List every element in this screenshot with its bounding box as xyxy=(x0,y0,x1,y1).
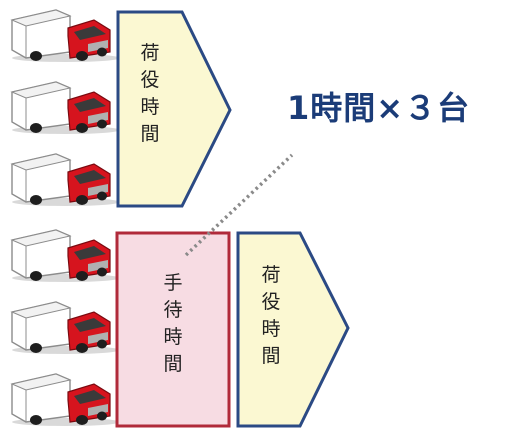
truck-icon xyxy=(11,229,121,283)
label-char: 間 xyxy=(163,353,183,375)
handling-time-bottom-label: 荷 役 時 間 xyxy=(258,262,284,370)
handling-time-top-label: 荷 役 時 間 xyxy=(137,40,163,148)
label-char: 手 xyxy=(163,272,183,294)
waiting-time-label: 手 待 時 間 xyxy=(160,270,186,378)
truck-icon xyxy=(11,9,121,63)
label-char: 間 xyxy=(261,345,281,367)
truck-icon xyxy=(11,153,121,207)
truck-icon xyxy=(11,373,121,427)
truck-icon xyxy=(11,301,121,355)
label-char: 荷 xyxy=(261,264,281,286)
label-char: 荷 xyxy=(140,42,160,64)
handling-time-top-arrow xyxy=(116,10,232,208)
label-char: 時 xyxy=(163,326,183,348)
label-char: 時 xyxy=(140,96,160,118)
waiting-time-box xyxy=(115,231,231,428)
label-char: 役 xyxy=(261,291,281,313)
label-char: 役 xyxy=(140,69,160,91)
label-char: 待 xyxy=(163,299,183,321)
headline-callout: 1時間×３台 xyxy=(287,89,471,127)
leader-line xyxy=(184,153,294,257)
label-char: 間 xyxy=(140,123,160,145)
handling-time-bottom-arrow xyxy=(236,231,350,428)
truck-icon xyxy=(11,81,121,135)
label-char: 時 xyxy=(261,318,281,340)
